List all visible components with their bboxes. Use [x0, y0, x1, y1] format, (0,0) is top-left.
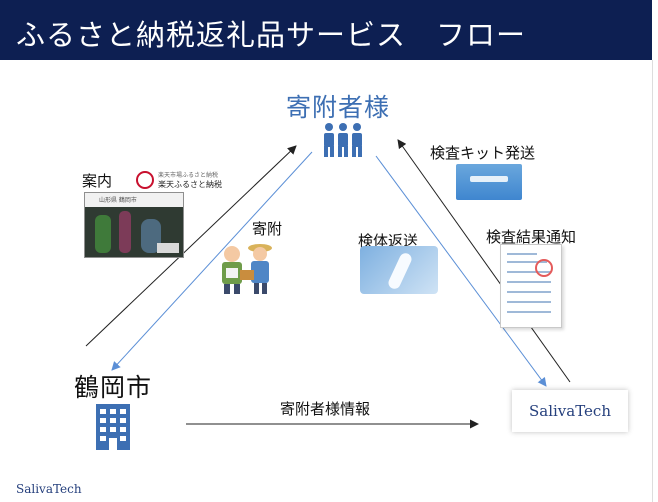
- building-icon: [96, 404, 130, 450]
- report-line: [507, 311, 551, 313]
- guide-leaflet-image: 山形県 鶴岡市: [84, 192, 184, 258]
- report-line: [507, 291, 551, 293]
- leaflet-badge: [157, 243, 179, 253]
- vegetable-shape: [95, 215, 111, 253]
- report-line: [507, 253, 537, 255]
- donor-info-label: 寄附者様情報: [280, 400, 371, 418]
- city-node-label: 鶴岡市: [74, 373, 153, 402]
- rakuten-mark-icon: [136, 171, 154, 189]
- report-line: [507, 261, 547, 263]
- arrow-city-to-donor: [85, 145, 297, 347]
- arrow-donor-to-city: [111, 151, 313, 371]
- page-title: ふるさと納税返礼品サービス フロー: [16, 18, 527, 52]
- gift-box-icon: [226, 268, 238, 278]
- test-kit-image: [456, 164, 522, 200]
- arrow-donor-to-company: [375, 155, 547, 387]
- report-line: [507, 281, 551, 283]
- people-icon: [324, 123, 362, 157]
- result-report-image: [500, 244, 562, 328]
- company-node: SalivaTech: [512, 390, 628, 432]
- rakuten-small-text: 楽天市場ふるさと納税: [158, 172, 219, 179]
- rakuten-main-text: 楽天ふるさと納税: [158, 180, 222, 189]
- kit-shipping-label: 検査キット発送: [430, 144, 536, 162]
- vial-shape: [386, 251, 414, 291]
- footer-brand: SalivaTech: [16, 482, 82, 496]
- donor-node-label: 寄附者様: [286, 93, 391, 122]
- report-line: [507, 271, 551, 273]
- title-bar: [0, 0, 658, 60]
- donation-label: 寄附: [252, 220, 283, 238]
- slide-frame: [0, 60, 653, 502]
- leaflet-header-text: 山形県 鶴岡市: [99, 197, 137, 204]
- report-line: [507, 301, 551, 303]
- stamp-icon: [535, 259, 553, 277]
- vegetable-shape: [141, 219, 161, 253]
- specimen-tube-image: [360, 246, 438, 294]
- leaflet-header: [85, 193, 183, 207]
- vegetable-shape: [119, 211, 131, 253]
- guide-label: 案内: [82, 172, 113, 190]
- specimen-return-label: 検体返送: [358, 232, 419, 250]
- farmer-icon: [222, 244, 272, 294]
- result-notice-label: 検査結果通知: [486, 228, 577, 246]
- rakuten-furusato-logo: 楽天市場ふるさと納税 楽天ふるさと納税: [136, 170, 222, 192]
- arrow-company-to-donor: [397, 139, 571, 383]
